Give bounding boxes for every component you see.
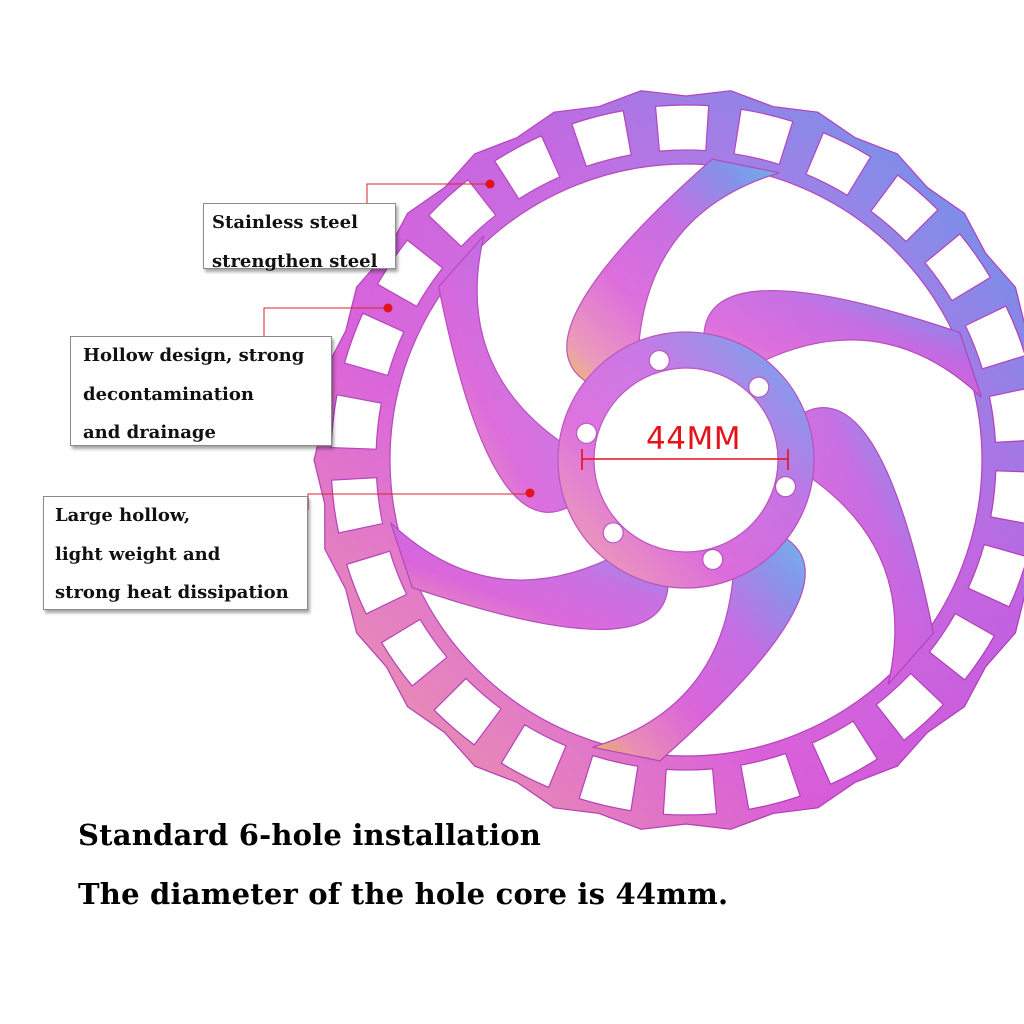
- dimension-line: [581, 449, 789, 470]
- callout-line: Stainless steel: [212, 212, 358, 233]
- caption-installation: Standard 6-hole installation: [78, 818, 542, 852]
- callout-line: decontamination: [83, 383, 254, 405]
- rotor-hub: [557, 331, 815, 589]
- caption-hole-diameter: The diameter of the hole core is 44mm.: [78, 877, 729, 911]
- callout-large-hollow: Large hollow, light weight and strong he…: [43, 496, 308, 610]
- callout-stainless-steel: Stainless steel strengthen steel: [203, 203, 396, 272]
- callout-line: and drainage: [83, 422, 216, 443]
- hole-core-dimension-label: 44MM: [646, 421, 741, 457]
- callout-line: Hollow design, strong: [83, 345, 305, 366]
- callout-hollow-design: Hollow design, strong decontamination an…: [70, 336, 332, 446]
- callout-line: strong heat dissipation: [55, 582, 289, 603]
- callout-line: strengthen steel: [212, 250, 378, 272]
- callout-line: light weight and: [55, 543, 221, 565]
- callout-line: Large hollow,: [55, 505, 191, 526]
